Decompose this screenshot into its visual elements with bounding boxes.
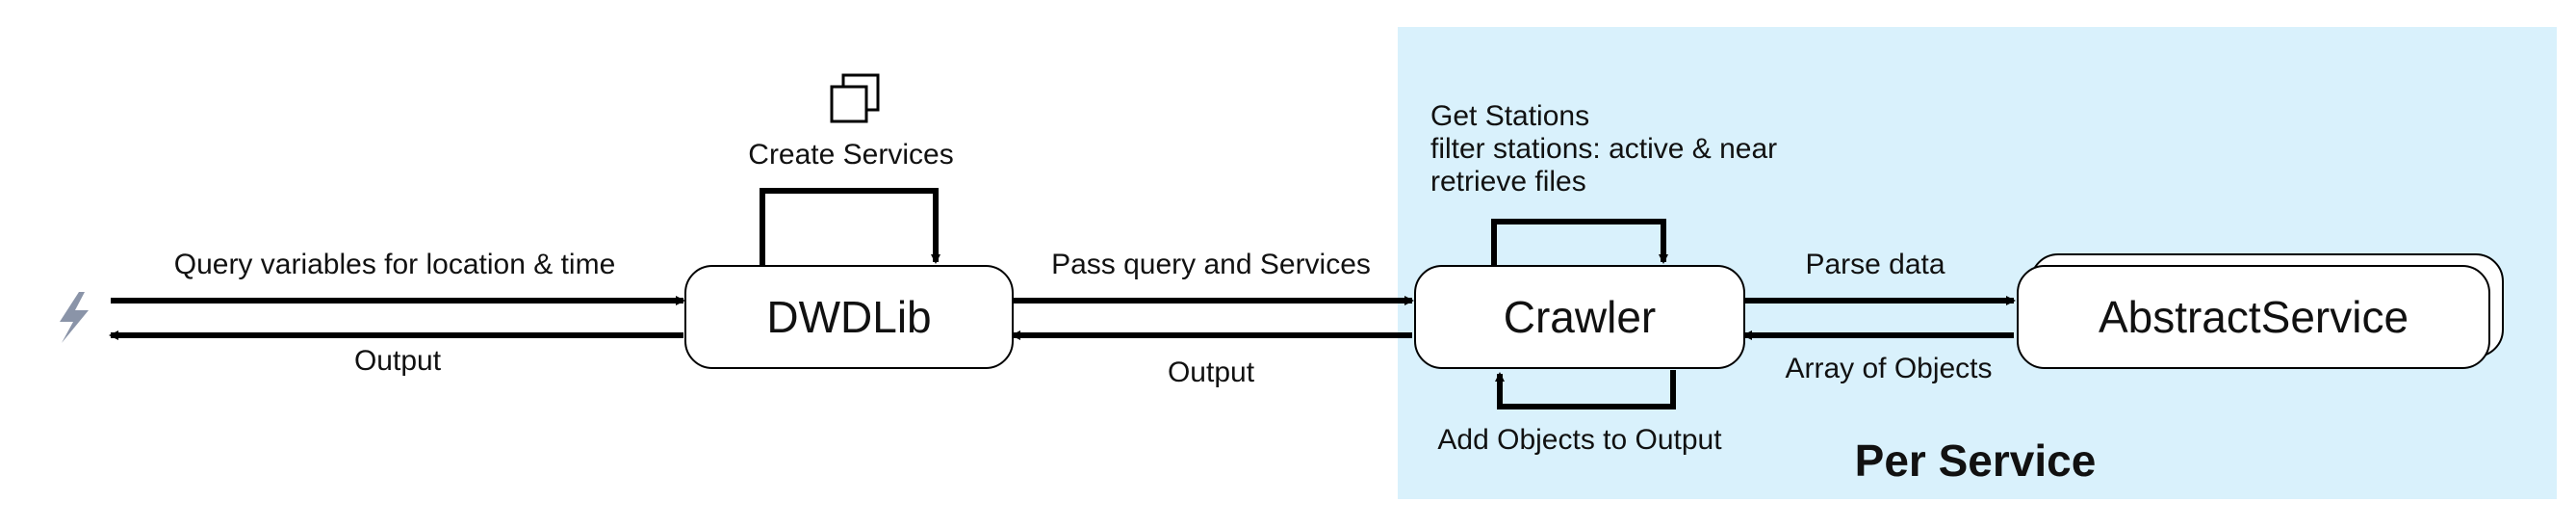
array-objects-label: Array of Objects: [1785, 353, 1992, 384]
crawler-top-loop: [1491, 219, 1668, 266]
dwdlib-node: DWDLib: [684, 265, 1014, 369]
dwdlib-label: DWDLib: [766, 292, 931, 342]
abstract-service-label: AbstractService: [2099, 292, 2409, 342]
create-services-loop: [760, 188, 940, 266]
crawler-node: Crawler: [1414, 265, 1745, 369]
per-service-label: Per Service: [1855, 436, 2097, 486]
create-services-label: Create Services: [748, 139, 953, 171]
crawler-loop-line-3: retrieve files: [1430, 166, 1586, 198]
pass-query-label: Pass query and Services: [1051, 249, 1371, 280]
crawler-label: Crawler: [1504, 292, 1656, 342]
query-label: Query variables for location & time: [174, 249, 616, 280]
crawler-loop-line-2: filter stations: active & near: [1430, 133, 1777, 165]
abstract-service-node: AbstractService: [2017, 253, 2504, 369]
copy-icon: [830, 73, 880, 123]
lightning-icon: [60, 292, 89, 343]
crawler-loop-line-1: Get Stations: [1430, 100, 1589, 132]
output-label-left: Output: [354, 345, 442, 377]
add-objects-label: Add Objects to Output: [1437, 424, 1722, 456]
parse-data-label: Parse data: [1805, 249, 1945, 280]
crawler-bottom-loop: [1495, 370, 1676, 409]
output-label-mid: Output: [1168, 356, 1255, 388]
